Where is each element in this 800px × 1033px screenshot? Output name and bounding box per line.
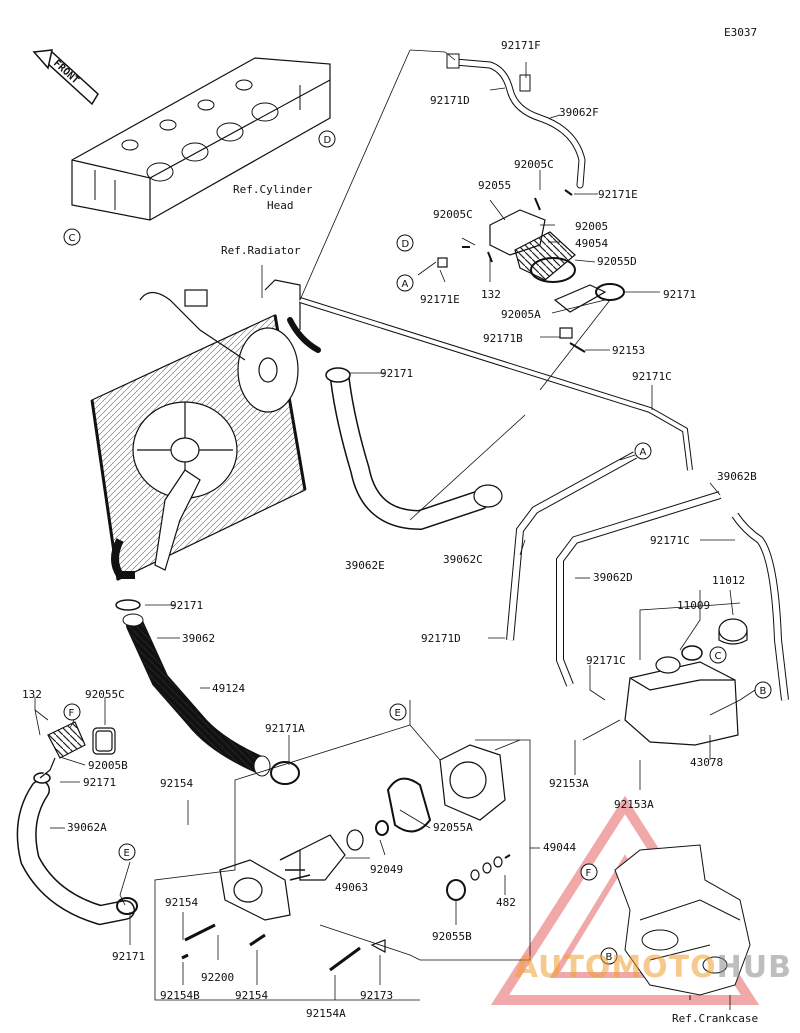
part-92154B: 92154B xyxy=(160,989,200,1002)
diagram-code: E3037 xyxy=(724,26,757,39)
part-92171B: 92171B xyxy=(483,332,523,345)
callout-A-hose: A xyxy=(634,442,652,460)
part-92154A: 92154A xyxy=(306,1007,346,1020)
svg-text:F: F xyxy=(69,708,75,719)
part-92005B: 92005B xyxy=(88,759,128,772)
callout-C-head: C xyxy=(63,228,81,246)
callout-D-head: D xyxy=(318,130,336,148)
part-92153: 92153 xyxy=(612,344,645,357)
part-92171D-top: 92171D xyxy=(430,94,470,107)
callouts: D C D A A C B F E E F B xyxy=(63,130,772,965)
part-labels: E3037 Ref.Cylinder Head Ref.Radiator Ref… xyxy=(22,26,758,1025)
callout-A-thermo: A xyxy=(396,274,414,292)
part-92154-c: 92154 xyxy=(235,989,268,1002)
svg-text:F: F xyxy=(586,868,592,879)
svg-text:D: D xyxy=(402,239,410,250)
part-92005C-a: 92005C xyxy=(514,158,554,171)
callout-E-left: E xyxy=(118,843,136,861)
part-92171E-a: 92171E xyxy=(598,188,638,201)
part-92049: 92049 xyxy=(370,863,403,876)
watermark-part1: AUTOMOTO xyxy=(514,950,717,985)
part-92005C-b: 92005C xyxy=(433,208,473,221)
svg-text:B: B xyxy=(760,686,767,697)
callout-F-crank: F xyxy=(580,863,598,881)
callout-C-tank: C xyxy=(709,646,727,664)
part-92171F: 92171F xyxy=(501,39,541,52)
fitting-92005B xyxy=(39,721,116,779)
part-49063: 49063 xyxy=(335,881,368,894)
part-92055B: 92055B xyxy=(432,930,472,943)
part-92171A: 92171A xyxy=(265,722,305,735)
part-39062E: 39062E xyxy=(345,559,385,572)
part-92171E-b: 92171E xyxy=(420,293,460,306)
part-39062D: 39062D xyxy=(593,571,633,584)
part-39062: 39062 xyxy=(182,632,215,645)
part-92171D-mid: 92171D xyxy=(421,632,461,645)
water-pump xyxy=(181,744,511,972)
part-92171C-a: 92171C xyxy=(632,370,672,383)
svg-text:C: C xyxy=(69,233,76,244)
svg-text:C: C xyxy=(715,651,722,662)
part-92171-left2: 92171 xyxy=(83,776,116,789)
part-92171-mid: 92171 xyxy=(380,367,413,380)
part-92055A: 92055A xyxy=(433,821,473,834)
reservoir-tank xyxy=(624,618,748,746)
part-92173: 92173 xyxy=(360,989,393,1002)
thermostat-housing xyxy=(437,189,625,353)
svg-text:A: A xyxy=(402,279,409,290)
front-label: FRONT xyxy=(51,58,81,86)
part-11012: 11012 xyxy=(712,574,745,587)
part-39062B: 39062B xyxy=(717,470,757,483)
part-49044: 49044 xyxy=(543,841,576,854)
cylinder-head xyxy=(71,57,331,221)
part-92055C: 92055C xyxy=(85,688,125,701)
part-92154-a: 92154 xyxy=(160,777,193,790)
watermark: AUTOMOTOHUB xyxy=(515,950,792,985)
hose-49124 xyxy=(126,616,269,774)
svg-text:A: A xyxy=(640,447,647,458)
part-43078: 43078 xyxy=(690,756,723,769)
callout-B-crank: B xyxy=(600,947,618,965)
leader-lines xyxy=(34,49,756,1010)
part-92055D: 92055D xyxy=(597,255,637,268)
svg-text:D: D xyxy=(324,135,332,146)
callout-E-pump: E xyxy=(389,703,407,721)
part-39062C: 39062C xyxy=(443,553,483,566)
part-482: 482 xyxy=(496,896,516,909)
part-92005A: 92005A xyxy=(501,308,541,321)
ref-cylinder-head-2: Head xyxy=(267,199,294,212)
part-92005: 92005 xyxy=(575,220,608,233)
watermark-part2: HUB xyxy=(716,950,792,985)
part-92153A-a: 92153A xyxy=(549,777,589,790)
part-39062A: 39062A xyxy=(67,821,107,834)
radiator xyxy=(90,279,321,581)
ref-crankcase: Ref.Crankcase xyxy=(672,1012,758,1025)
part-92171-bl: 92171 xyxy=(112,950,145,963)
part-92171C-c: 92171C xyxy=(586,654,626,667)
part-132-top: 132 xyxy=(481,288,501,301)
front-arrow: FRONT xyxy=(32,49,99,106)
part-92154-b: 92154 xyxy=(165,896,198,909)
crankcase xyxy=(614,844,751,1000)
part-92153A-b: 92153A xyxy=(614,798,654,811)
svg-text:E: E xyxy=(395,708,401,719)
part-49124: 49124 xyxy=(212,682,245,695)
ref-cylinder-head: Ref.Cylinder xyxy=(233,183,313,196)
callout-F-left: F xyxy=(63,703,81,721)
ref-radiator: Ref.Radiator xyxy=(221,244,301,257)
part-132-left: 132 xyxy=(22,688,42,701)
callout-D-thermo: D xyxy=(396,234,414,252)
svg-text:B: B xyxy=(606,952,613,963)
part-92171-top: 92171 xyxy=(663,288,696,301)
part-92171-left: 92171 xyxy=(170,599,203,612)
part-92055: 92055 xyxy=(478,179,511,192)
part-39062F: 39062F xyxy=(559,106,599,119)
callout-B-tank: B xyxy=(754,681,772,699)
part-11009: 11009 xyxy=(677,599,710,612)
part-92200: 92200 xyxy=(201,971,234,984)
svg-text:E: E xyxy=(124,848,130,859)
part-92171C-b: 92171C xyxy=(650,534,690,547)
part-49054: 49054 xyxy=(575,237,608,250)
